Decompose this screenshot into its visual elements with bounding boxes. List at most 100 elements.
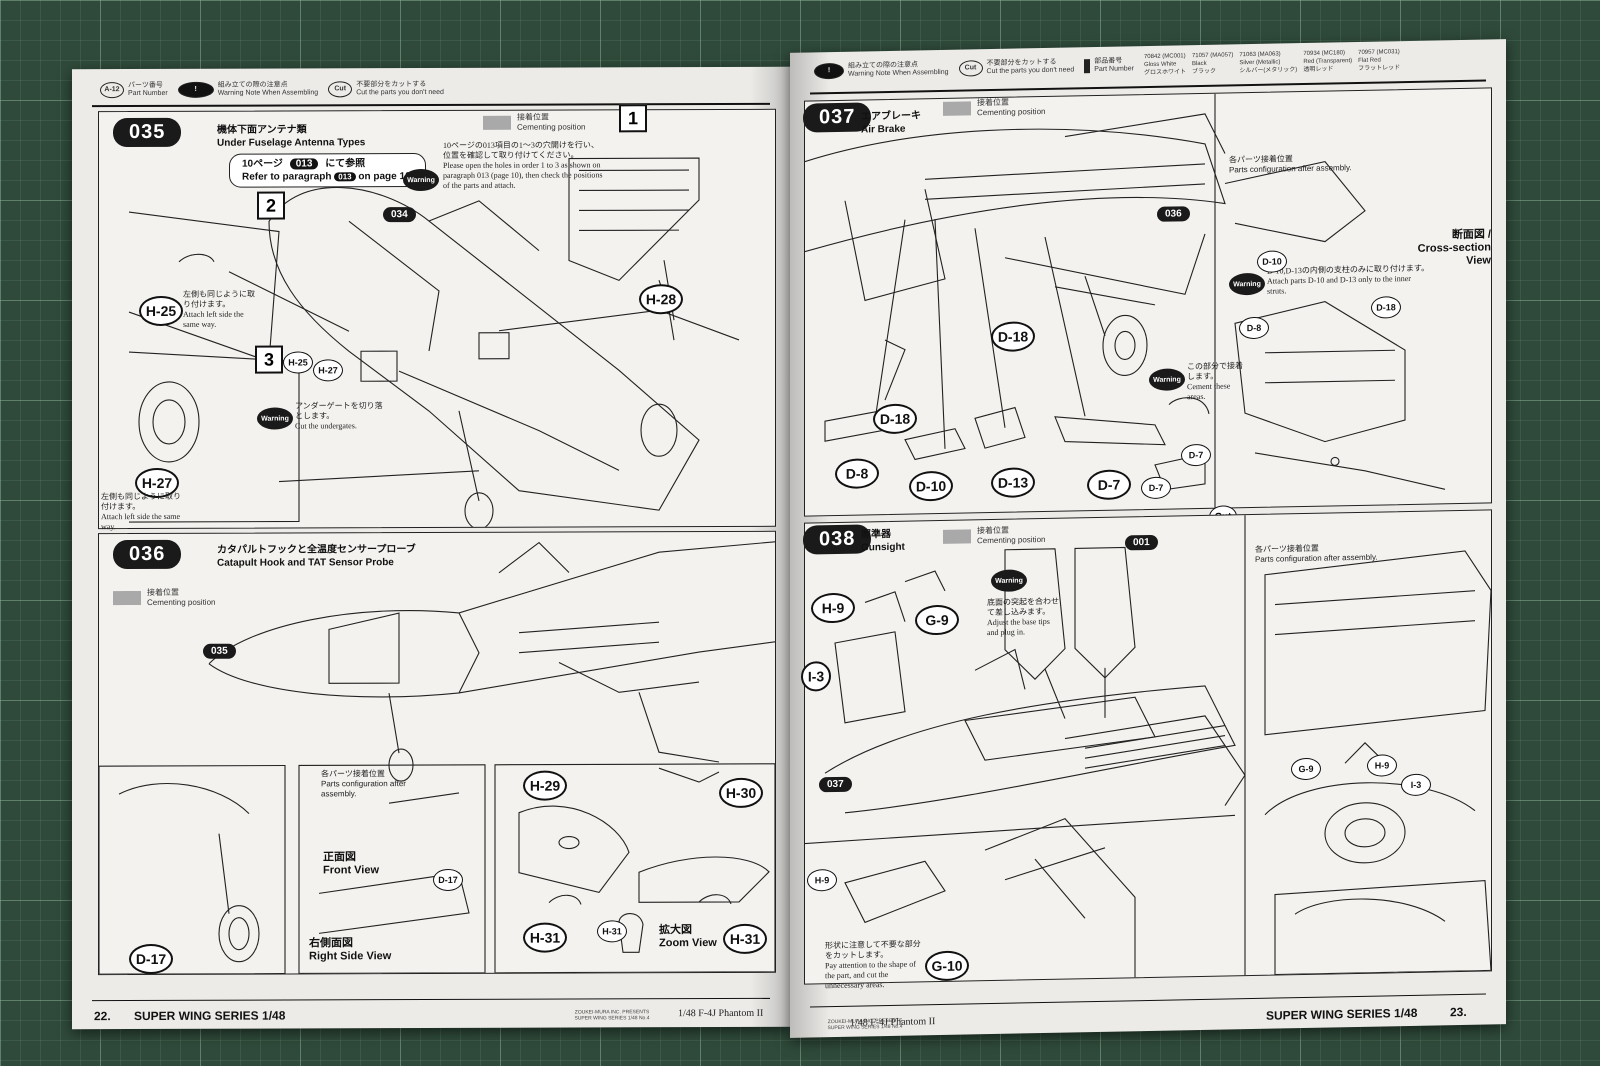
step-037-panel: 037 エアブレーキ Air Brake 接着位置 Cementing posi…	[803, 87, 1492, 528]
callout-h31-a: H-31	[523, 922, 567, 953]
front-view-en: Front View	[323, 864, 380, 877]
paint-item: 70842 (MC001) Gloss White グロスホワイト	[1144, 52, 1186, 77]
callout-small-h31: H-31	[597, 920, 627, 943]
footer-page-number: 23.	[1450, 1004, 1467, 1020]
paint-item: 70957 (MC031) Flat Red フラットレッド	[1358, 48, 1400, 73]
header-legend: A-12 パーツ番号 Part Number ! 組み立ての際の注意点 Warn…	[100, 75, 770, 103]
fuselage-side-drawing	[99, 541, 775, 975]
legend-part-number: A-12 パーツ番号 Part Number	[100, 81, 168, 99]
legend-part-en: Part Number	[128, 89, 168, 98]
warning-icon: !	[177, 81, 214, 98]
callout-h31-b: H-31	[723, 923, 767, 954]
legend-cut-en: Cut the parts you don't need	[356, 88, 444, 97]
front-view-jp: 正面図	[323, 851, 356, 864]
legend-cut-en: Cut the parts you don't need	[986, 66, 1075, 76]
warning2-jp: この部分で接着します。	[1187, 361, 1243, 382]
sub-ref-badge-b: 037	[819, 776, 852, 793]
callout-h25: H-25	[139, 295, 183, 327]
sub-ref-badge: 036	[1157, 206, 1190, 222]
legend-part-en: Part Number	[1094, 65, 1134, 74]
step-038-panel: 038 照準器 Gunsight 接着位置 Cementing position	[801, 509, 1492, 990]
warning-note: 底面の突起を合わせて差し込みます。 Adjust the base tips a…	[987, 597, 1063, 638]
paint-jp: ブラック	[1191, 68, 1216, 76]
step-035-panel: 035 機体下面アンテナ類 Under Fuselage Antenna Typ…	[98, 104, 776, 532]
legend-warning-en: Warning Note When Assembling	[848, 68, 949, 78]
parts-config-note: 各パーツ接着位置 Parts configuration after assem…	[321, 769, 421, 799]
legend-cut: Cut 不要部分をカットする Cut the parts you don't n…	[958, 58, 1075, 77]
cut-icon: Cut	[958, 60, 983, 77]
right-view-label: 右側面図 Right Side View	[309, 937, 391, 963]
sub-ref-badge: 035	[203, 643, 236, 659]
gunsight-cockpit-drawing	[805, 515, 1491, 978]
note-left2-jp: 左側も同じように取り付けます。	[101, 491, 181, 512]
footer-series-name: SUPER WING SERIES	[134, 1008, 259, 1024]
footer-series: SUPER WING SERIES 1/48	[1266, 1006, 1417, 1023]
cement-areas-note: この部分で接着します。 Cement these areas.	[1187, 361, 1247, 402]
note-left-en: Attach left side the same way.	[183, 309, 244, 329]
warning-en: Adjust the base tips and plug in.	[987, 616, 1050, 638]
right-page: ! 組み立ての際の注意点 Warning Note When Assemblin…	[790, 39, 1506, 1038]
parts-config-note: 各パーツ接着位置 Parts configuration after assem…	[1255, 542, 1415, 565]
sub-step-1: 1	[619, 104, 647, 133]
sub-step-3: 3	[255, 345, 283, 374]
paint-jp: シルバー(メタリック)	[1239, 67, 1298, 75]
footer-title: 1/48 F-4J Phantom II	[850, 1016, 936, 1029]
legend-cut: Cut 不要部分をカットする Cut the parts you don't n…	[328, 81, 444, 98]
zoom-view-en: Zoom View	[659, 937, 717, 950]
header-legend: ! 組み立ての際の注意点 Warning Note When Assemblin…	[814, 46, 1486, 85]
paint-list: 70842 (MC001) Gloss White グロスホワイト 71057 …	[1144, 48, 1400, 77]
legend-part: 部品番号 Part Number	[1084, 57, 1134, 74]
warning-note: D-10,D-13の内側の支柱のみに取り付けます。 Attach parts D…	[1267, 264, 1431, 297]
legend-part-jp: パーツ番号	[128, 81, 163, 90]
paint-jp: グロスホワイト	[1143, 69, 1186, 77]
paint-jp: フラットレッド	[1358, 65, 1401, 72]
zoom-view-jp: 拡大図	[659, 924, 692, 937]
callout-small-h25: H-25	[283, 351, 313, 374]
front-view-label: 正面図 Front View	[323, 851, 379, 877]
attention-en: Pay attention to the shape of the part, …	[825, 959, 916, 991]
note-left-side-2: 左側も同じように取り付けます。 Attach left side the sam…	[101, 492, 183, 532]
footer-rule	[810, 993, 1486, 1008]
warning-jp: 底面の突起を合わせて差し込みます。	[987, 596, 1059, 618]
right-view-jp: 右側面図	[309, 937, 353, 950]
footer-rule	[92, 997, 770, 1002]
footer-presents-2: SUPER WING SERIES 1/48 No.4	[574, 1015, 650, 1022]
note-left2-en: Attach left side the same way.	[101, 511, 181, 532]
paint-item: 70934 (MC180) Red (Transparent) 透明レッド	[1303, 49, 1352, 74]
footer-page-number: 22.	[94, 1009, 111, 1024]
parts-config-en: Parts configuration after assembly.	[321, 779, 406, 799]
footer-scale: 1/48	[262, 1008, 286, 1023]
cut-icon: Cut	[328, 81, 353, 98]
right-view-en: Right Side View	[309, 950, 392, 963]
callout-small-h27: H-27	[313, 359, 343, 382]
note-cut-undergates: アンダーゲートを切り落とします。 Cut the undergates.	[295, 401, 385, 431]
paint-jp: 透明レッド	[1303, 66, 1334, 74]
legend-warning-en: Warning Note When Assembling	[217, 89, 319, 97]
callout-d17: D-17	[129, 943, 173, 975]
note-cut-en: Cut the undergates.	[295, 421, 357, 431]
callout-h29: H-29	[523, 770, 567, 801]
zoom-view-label: 拡大図 Zoom View	[659, 924, 717, 950]
footer-series: SUPER WING SERIES 1/48	[134, 1009, 285, 1024]
warning-en: Attach parts D-10 and D-13 only to the i…	[1267, 273, 1411, 296]
legend-warning: ! 組み立ての際の注意点 Warning Note When Assemblin…	[814, 61, 949, 80]
step-036-panel: 036 カタパルトフックと全温度センサープローブ Catapult Hook a…	[98, 530, 776, 976]
callout-h30: H-30	[719, 777, 763, 808]
parts-config-note: 各パーツ接着位置 Parts configuration after assem…	[1229, 153, 1379, 176]
attention-note: 形状に注意して不要な部分をカットします。 Pay attention to th…	[825, 939, 925, 991]
callout-h28: H-28	[639, 284, 683, 315]
footer-presents: ZOUKEI-MURA INC. PRESENTS SUPER WING SER…	[552, 1009, 672, 1021]
note-left-side: 左側も同じように取り付けます。 Attach left side the sam…	[183, 290, 257, 330]
header-rule	[92, 102, 770, 107]
sub-ref-badge-a: 001	[1125, 534, 1158, 551]
attention-jp: 形状に注意して不要な部分をカットします。	[825, 939, 921, 961]
paint-item: 71057 (MA057) Black ブラック	[1192, 51, 1233, 76]
air-brake-drawing	[805, 93, 1446, 508]
parts-config-jp: 各パーツ接着位置	[321, 769, 385, 779]
part-ref-badge: A-12	[100, 82, 124, 99]
paint-bottle-icon	[1084, 59, 1091, 74]
warning-badge-2: Warning	[257, 407, 293, 430]
sub-step-2: 2	[257, 191, 285, 220]
warning-icon: !	[814, 62, 844, 80]
sub-ref-badge: 034	[383, 207, 416, 223]
